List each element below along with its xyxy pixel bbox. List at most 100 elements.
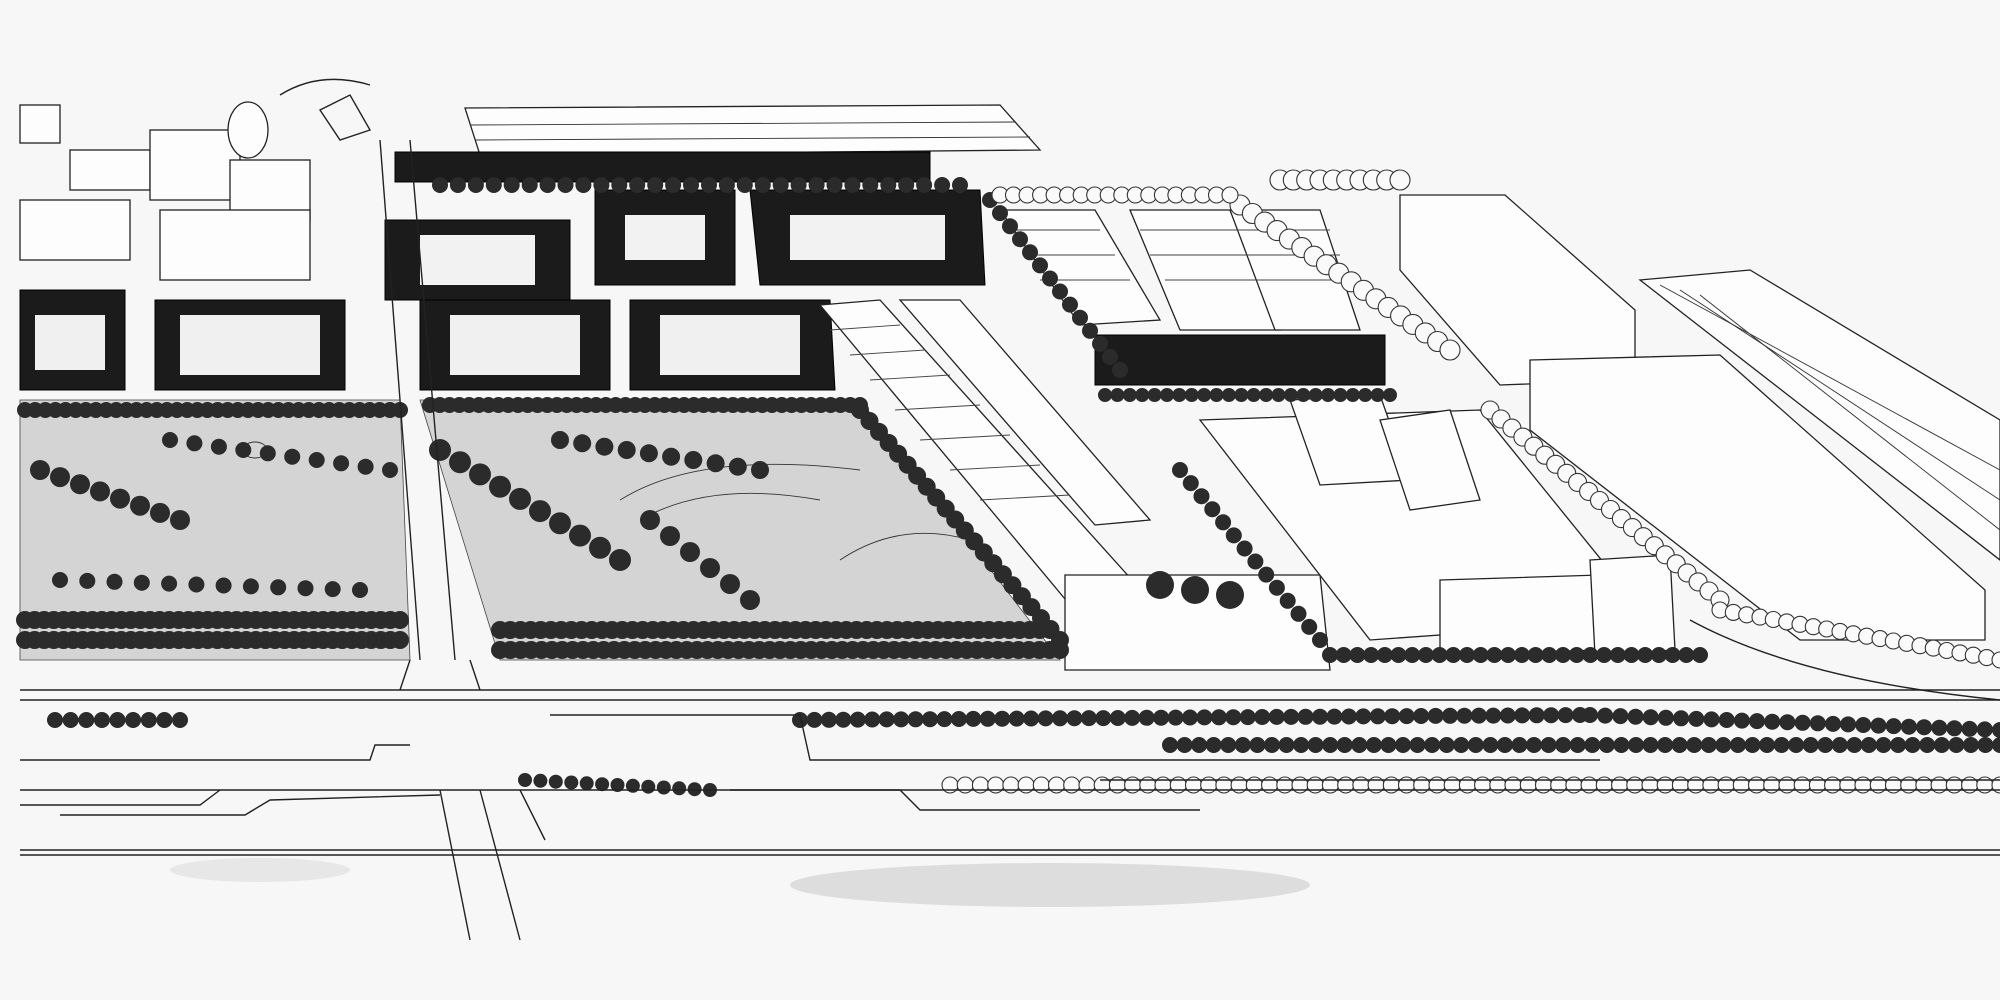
tree [1870, 717, 1887, 734]
tree [1514, 707, 1531, 724]
tree [1686, 737, 1703, 753]
tree [790, 177, 807, 193]
tree [1904, 737, 1921, 753]
tree [1409, 737, 1426, 753]
tree [1080, 710, 1097, 727]
tree [503, 177, 520, 193]
tree [640, 510, 660, 530]
tree [235, 442, 252, 458]
tree [1703, 711, 1720, 728]
tree [952, 177, 968, 193]
tree [1650, 647, 1667, 663]
tree [1749, 713, 1765, 730]
tree [1613, 737, 1630, 753]
tree [1453, 737, 1470, 753]
tree [1246, 388, 1261, 402]
tree [1500, 647, 1517, 663]
tree [701, 177, 717, 193]
tree [62, 712, 79, 728]
tree [1258, 566, 1275, 583]
tree [1962, 737, 1979, 753]
tree [172, 712, 188, 728]
tree [1427, 707, 1444, 724]
tree [1182, 709, 1198, 726]
tree [1729, 737, 1746, 753]
tree [1322, 647, 1338, 663]
tree [1496, 737, 1513, 753]
tree [352, 582, 368, 598]
tree [1220, 737, 1237, 753]
tree [1846, 737, 1863, 753]
tree [1002, 218, 1018, 235]
tree [109, 712, 126, 728]
tree [391, 611, 409, 629]
tree [125, 712, 142, 728]
tree [1627, 708, 1644, 725]
print-smudge [790, 863, 1310, 907]
tree [521, 177, 538, 193]
tree [382, 462, 398, 478]
tree [1788, 737, 1805, 753]
tree [324, 581, 341, 598]
tree [1438, 737, 1455, 753]
tree [1363, 647, 1380, 663]
tree [1162, 737, 1178, 753]
tree [1172, 388, 1187, 402]
tree [835, 711, 852, 728]
tree [1345, 388, 1360, 402]
tree [1268, 579, 1285, 596]
tree [808, 177, 825, 193]
tree [806, 711, 823, 728]
tree [1369, 708, 1386, 725]
tree [1933, 737, 1950, 753]
tree [1445, 647, 1462, 663]
tree [1102, 348, 1118, 365]
tree [1526, 737, 1542, 753]
tree [1022, 244, 1038, 261]
tree [106, 573, 123, 590]
dark-bar-building [1094, 334, 1386, 386]
tree [78, 712, 95, 728]
tree [1825, 715, 1841, 732]
tree [469, 463, 491, 486]
tree [391, 631, 409, 649]
tree [1467, 737, 1484, 753]
tree [1184, 388, 1199, 402]
tree [1637, 647, 1654, 663]
tree [1290, 605, 1307, 622]
tree [569, 524, 591, 547]
tree [1249, 737, 1266, 753]
tree [1688, 710, 1705, 727]
tree [1037, 710, 1054, 727]
tree [133, 574, 150, 591]
tree [1991, 776, 2000, 794]
tree [357, 458, 374, 475]
tree [1052, 710, 1068, 727]
tree [1612, 708, 1629, 725]
tree [639, 444, 658, 463]
tree [1210, 709, 1227, 726]
tree-rows [16, 177, 2000, 797]
tree [1528, 707, 1545, 724]
tree [1216, 581, 1244, 609]
tree [150, 502, 170, 523]
tree [1390, 647, 1407, 663]
long-top-building [464, 104, 1042, 156]
tree [1541, 647, 1558, 663]
tree [30, 460, 50, 480]
tree [1555, 737, 1572, 753]
tree [934, 177, 951, 193]
tree [907, 711, 924, 728]
tree [1657, 709, 1674, 726]
tree [1340, 708, 1357, 725]
tree [1234, 737, 1251, 753]
tree [1991, 651, 2000, 669]
outlined-tree-rows [941, 169, 2000, 794]
tree [1404, 647, 1421, 663]
tree [656, 780, 671, 795]
tree [617, 441, 636, 459]
tree [1197, 388, 1212, 402]
tree [1759, 737, 1775, 753]
tree [392, 402, 408, 418]
tree [1582, 707, 1598, 723]
